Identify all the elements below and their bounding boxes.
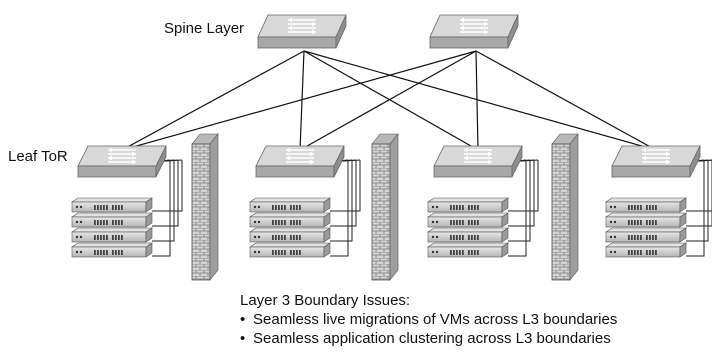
switch-icon bbox=[255, 145, 345, 178]
server-icon bbox=[71, 227, 153, 243]
server-cable bbox=[330, 160, 349, 257]
uplink-line bbox=[299, 50, 305, 151]
server-cable bbox=[152, 160, 179, 227]
server-cable bbox=[152, 160, 183, 212]
firewall-icon bbox=[551, 133, 579, 281]
switch-icon bbox=[611, 145, 701, 178]
spine-layer-label: Spine Layer bbox=[164, 20, 245, 37]
server-icon bbox=[605, 212, 687, 228]
server-icon bbox=[249, 212, 331, 228]
issue-text: Seamless application clustering across L… bbox=[253, 330, 611, 347]
firewall-icon bbox=[191, 133, 219, 281]
server-cable bbox=[152, 160, 175, 242]
server-icon bbox=[71, 212, 153, 228]
spine-switches bbox=[257, 14, 519, 49]
server-cable bbox=[508, 160, 535, 227]
server-cable bbox=[330, 160, 353, 242]
server-icon bbox=[427, 242, 509, 258]
server-cable bbox=[330, 160, 357, 227]
bullet-icon: • bbox=[240, 311, 246, 328]
issue-item: • Seamless application clustering across … bbox=[240, 329, 617, 348]
server-cable bbox=[686, 160, 712, 227]
server-icon bbox=[605, 227, 687, 243]
server-cable bbox=[330, 160, 361, 212]
server-cable bbox=[508, 160, 531, 242]
server-icon bbox=[605, 197, 687, 213]
server-icon bbox=[249, 227, 331, 243]
server-icon bbox=[71, 242, 153, 258]
uplink-line bbox=[303, 50, 479, 151]
server-cable bbox=[508, 160, 539, 212]
switch-icon bbox=[77, 145, 167, 178]
server-icon bbox=[427, 227, 509, 243]
uplink-line bbox=[121, 50, 305, 151]
server-icon bbox=[427, 212, 509, 228]
issue-text: Seamless live migrations of VMs across L… bbox=[253, 311, 618, 328]
server-icon bbox=[605, 242, 687, 258]
server-icon bbox=[71, 197, 153, 213]
switch-icon bbox=[257, 14, 347, 49]
firewall-icon bbox=[371, 133, 399, 281]
uplink-line bbox=[299, 50, 477, 151]
bullet-icon: • bbox=[240, 330, 246, 347]
uplink-cables bbox=[121, 50, 657, 151]
issue-item: • Seamless live migrations of VMs across … bbox=[240, 310, 617, 329]
leaf-tor-label: Leaf ToR bbox=[8, 148, 68, 165]
server-cable bbox=[152, 160, 171, 257]
issues-heading: Layer 3 Boundary Issues: bbox=[240, 292, 411, 309]
uplink-line bbox=[121, 50, 477, 151]
server-cable bbox=[686, 160, 709, 242]
uplink-line bbox=[303, 50, 657, 151]
switch-icon bbox=[429, 14, 519, 49]
server-icon bbox=[249, 197, 331, 213]
boundary-issues: Layer 3 Boundary Issues: • Seamless live … bbox=[240, 291, 617, 348]
leaf-racks bbox=[71, 133, 712, 281]
server-cable bbox=[508, 160, 527, 257]
server-cable bbox=[686, 210, 712, 212]
server-icon bbox=[427, 197, 509, 213]
server-cable bbox=[686, 160, 705, 257]
uplink-line bbox=[475, 50, 479, 151]
switch-icon bbox=[433, 145, 523, 178]
uplink-line bbox=[475, 50, 657, 151]
server-icon bbox=[249, 242, 331, 258]
